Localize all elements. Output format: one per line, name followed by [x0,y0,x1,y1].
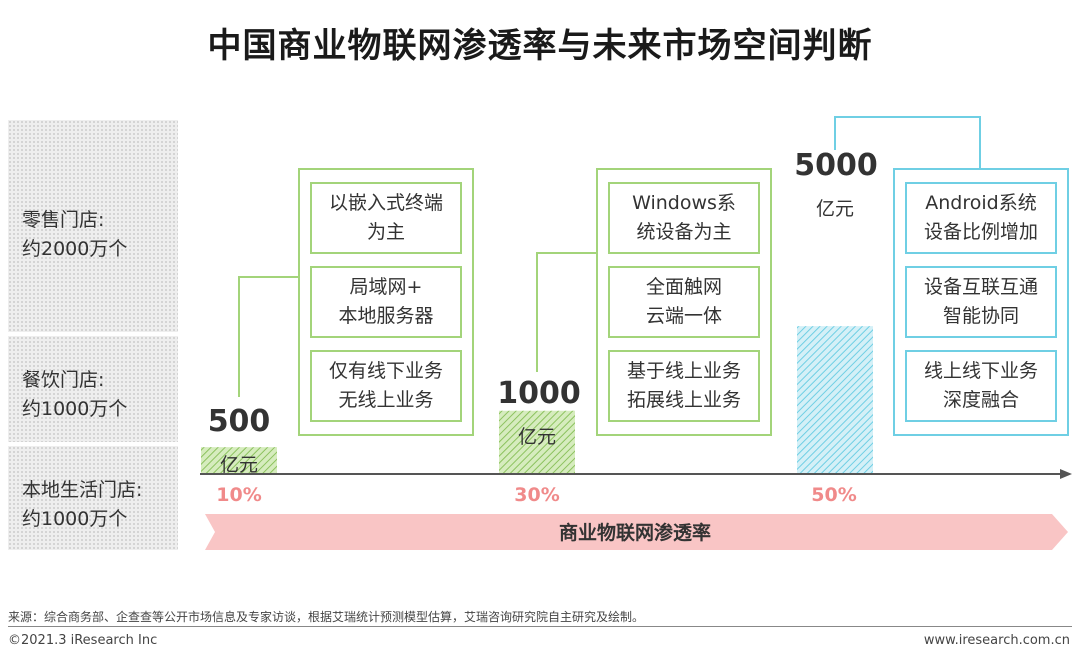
bar-10% [201,447,277,474]
stage-box-2: Windows系统设备为主 全面触网云端一体 基于线上业务拓展线上业务 [596,168,772,436]
stage1-item-3: 仅有线下业务无线上业务 [310,350,462,422]
connector-1000 [536,252,598,372]
stage1-item-2: 局域网+本地服务器 [310,266,462,338]
bar-unit-1000: 亿元 [517,426,556,448]
bars-group [201,326,873,474]
stage-box-1: 以嵌入式终端为主 局域网+本地服务器 仅有线下业务无线上业务 [298,168,474,436]
source-note: 来源：综合商务部、企查查等公开市场信息及专家访谈，根据艾瑞统计预测模型估算，艾瑞… [8,610,645,624]
stage1-item-1: 以嵌入式终端为主 [310,182,462,254]
connector-500 [238,276,300,397]
page-title: 中国商业物联网渗透率与未来市场空间判断 [207,26,873,66]
stage2-item-1: Windows系统设备为主 [608,182,760,254]
store-type-label-retail: 零售门店: 约2000万个 [22,209,128,260]
stage3-item-1: Android系统设备比例增加 [905,182,1057,254]
store-type-label-local: 本地生活门店: 约1000万个 [22,479,143,530]
bar-value-500: 500 [207,404,271,439]
stage3-item-2: 设备互联互通智能协同 [905,266,1057,338]
website-link[interactable]: www.iresearch.com.cn [923,633,1070,648]
tick-label-30: 30% [514,484,560,506]
stage3-item-3: 线上线下业务深度融合 [905,350,1057,422]
bar-value-5000: 5000 [794,148,878,183]
store-type-panel-food [8,336,178,442]
x-axis-arrow [1060,469,1072,479]
connector-5000 [834,116,981,168]
copyright: ©2021.3 iResearch Inc [8,633,158,648]
bar-unit-500: 亿元 [219,454,258,476]
axis-label: 商业物联网渗透率 [558,522,711,544]
tick-label-10: 10% [216,484,262,506]
bar-50% [797,326,873,474]
store-type-panel-retail [8,120,178,332]
penetration-band-arrow [205,514,1068,550]
stage2-item-2: 全面触网云端一体 [608,266,760,338]
tick-label-50: 50% [811,484,857,506]
store-type-panel-local [8,446,178,550]
stage-box-3: Android系统设备比例增加 设备互联互通智能协同 线上线下业务深度融合 [893,168,1069,436]
footer-divider [8,626,1072,627]
stage2-item-3: 基于线上业务拓展线上业务 [608,350,760,422]
store-type-label-food: 餐饮门店: 约1000万个 [22,369,128,420]
bar-unit-5000: 亿元 [815,198,854,220]
bar-value-1000: 1000 [497,376,581,411]
bar-30% [499,410,575,474]
